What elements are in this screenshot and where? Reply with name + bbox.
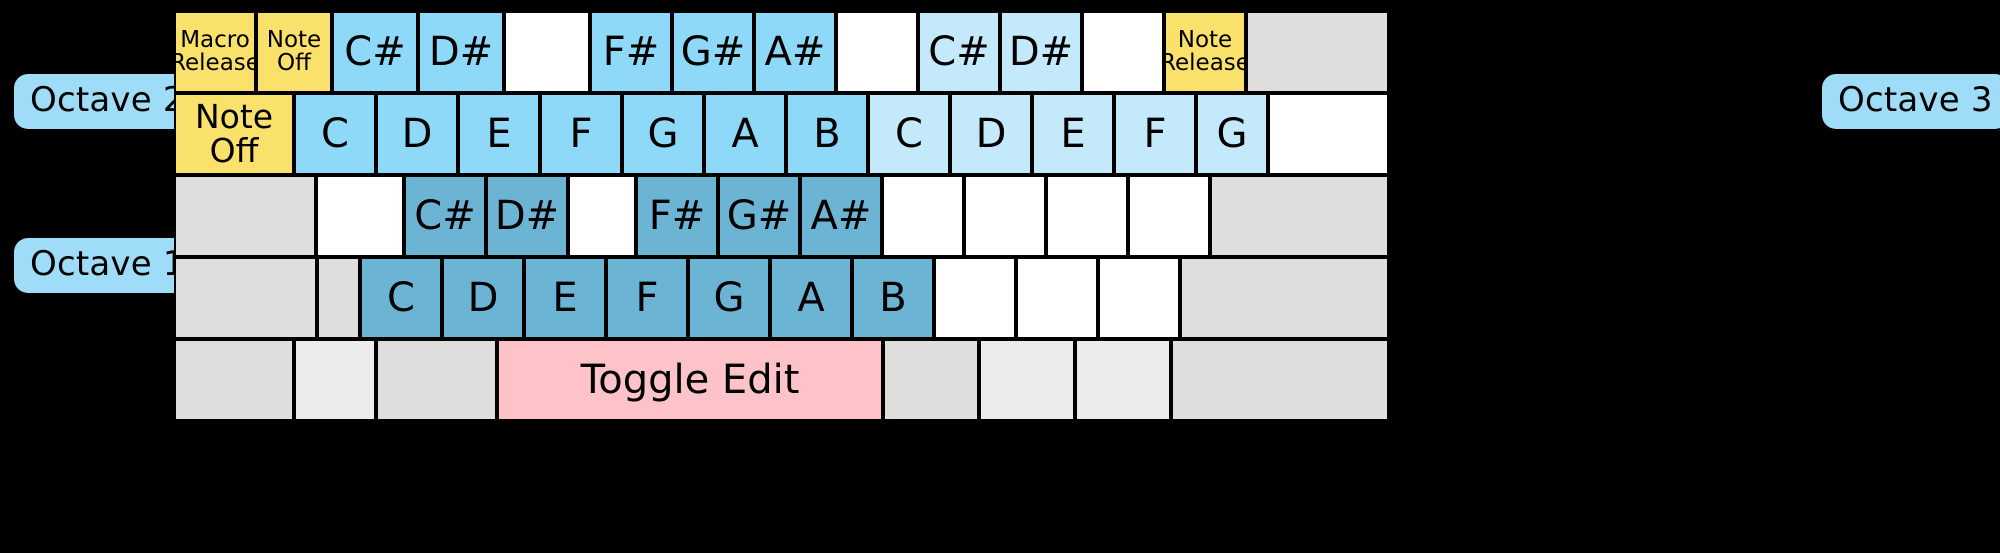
key-qwerty-row-1-c[interactable]: C [294, 93, 376, 175]
key-zxcv-row-3-d[interactable]: D [442, 257, 524, 339]
key-asdf-row-5-f-sharp[interactable]: F# [636, 175, 718, 257]
key-space-row-7-blank[interactable] [1171, 339, 1389, 421]
key-number-row-0-macro-release[interactable]: Macro Release [174, 11, 256, 93]
key-number-row-13-blank[interactable] [1246, 11, 1389, 93]
key-qwerty-row-2-d[interactable]: D [376, 93, 458, 175]
key-space-row-4-blank[interactable] [883, 339, 979, 421]
key-number-row-9-c-sharp[interactable]: C# [918, 11, 1000, 93]
key-asdf-row-2-c-sharp[interactable]: C# [404, 175, 486, 257]
key-asdf-row-10-blank[interactable] [1046, 175, 1128, 257]
key-number-row-11-blank[interactable] [1082, 11, 1164, 93]
key-asdf-row-9-blank[interactable] [964, 175, 1046, 257]
key-number-row-1-note-off[interactable]: Note Off [256, 11, 332, 93]
key-zxcv-row-2-c[interactable]: C [360, 257, 442, 339]
key-asdf-row-1-blank[interactable] [316, 175, 404, 257]
key-asdf-row-6-g-sharp[interactable]: G# [718, 175, 800, 257]
key-number-row-4-blank[interactable] [504, 11, 590, 93]
key-qwerty-row-7-b[interactable]: B [786, 93, 868, 175]
key-qwerty-row-6-a[interactable]: A [704, 93, 786, 175]
key-space-row-6-blank[interactable] [1075, 339, 1171, 421]
key-asdf-row-7-a-sharp[interactable]: A# [800, 175, 882, 257]
key-number-row-10-d-sharp[interactable]: D# [1000, 11, 1082, 93]
key-asdf-row-0-blank[interactable] [174, 175, 316, 257]
key-space-row-2-blank[interactable] [376, 339, 497, 421]
key-zxcv-row-5-f[interactable]: F [606, 257, 688, 339]
key-qwerty-row-11-f[interactable]: F [1114, 93, 1196, 175]
key-number-row-5-f-sharp[interactable]: F# [590, 11, 672, 93]
key-asdf-row-3-d-sharp[interactable]: D# [486, 175, 568, 257]
key-zxcv-row-1-blank[interactable] [317, 257, 360, 339]
octave-2-label: Octave 2 [14, 74, 201, 129]
key-qwerty-row-4-f[interactable]: F [540, 93, 622, 175]
key-asdf-row-12-blank[interactable] [1210, 175, 1389, 257]
octave-3-label: Octave 3 [1822, 74, 2000, 129]
key-space-row-3-toggle-edit[interactable]: Toggle Edit [497, 339, 883, 421]
key-asdf-row-8-blank[interactable] [882, 175, 964, 257]
key-zxcv-row-8-b[interactable]: B [852, 257, 934, 339]
octave-1-label: Octave 1 [14, 238, 201, 293]
key-qwerty-row-8-c[interactable]: C [868, 93, 950, 175]
key-number-row-3-d-sharp[interactable]: D# [418, 11, 504, 93]
key-zxcv-row-11-blank[interactable] [1098, 257, 1180, 339]
key-asdf-row-4-blank[interactable] [568, 175, 636, 257]
key-qwerty-row-10-e[interactable]: E [1032, 93, 1114, 175]
key-number-row-2-c-sharp[interactable]: C# [332, 11, 418, 93]
key-zxcv-row-6-g[interactable]: G [688, 257, 770, 339]
keyboard-row-space-row: Toggle Edit [174, 339, 1390, 421]
key-zxcv-row-10-blank[interactable] [1016, 257, 1098, 339]
key-qwerty-row-13-blank[interactable] [1268, 93, 1389, 175]
key-number-row-12-note-release[interactable]: Note Release [1164, 11, 1246, 93]
keyboard-row-asdf-row: C#D# F#G#A# [174, 175, 1390, 257]
key-number-row-7-a-sharp[interactable]: A# [754, 11, 836, 93]
key-zxcv-row-12-blank[interactable] [1180, 257, 1389, 339]
key-space-row-5-blank[interactable] [979, 339, 1075, 421]
key-zxcv-row-0-blank[interactable] [174, 257, 317, 339]
key-zxcv-row-9-blank[interactable] [934, 257, 1016, 339]
key-number-row-8-blank[interactable] [836, 11, 918, 93]
key-qwerty-row-12-g[interactable]: G [1196, 93, 1268, 175]
key-space-row-0-blank[interactable] [174, 339, 294, 421]
key-zxcv-row-7-a[interactable]: A [770, 257, 852, 339]
key-qwerty-row-0-note-off[interactable]: Note Off [174, 93, 294, 175]
key-number-row-6-g-sharp[interactable]: G# [672, 11, 754, 93]
key-asdf-row-11-blank[interactable] [1128, 175, 1210, 257]
key-zxcv-row-4-e[interactable]: E [524, 257, 606, 339]
key-qwerty-row-3-e[interactable]: E [458, 93, 540, 175]
key-space-row-1-blank[interactable] [294, 339, 376, 421]
key-qwerty-row-5-g[interactable]: G [622, 93, 704, 175]
key-qwerty-row-9-d[interactable]: D [950, 93, 1032, 175]
